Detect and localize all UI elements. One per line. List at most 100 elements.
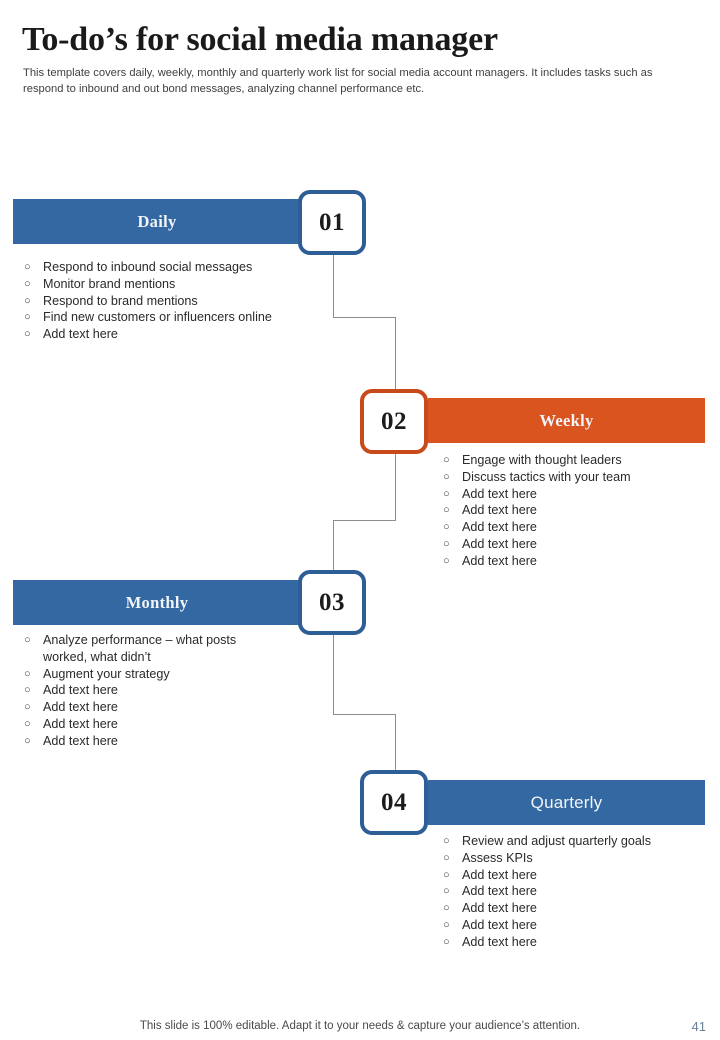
connector-01-down [333, 250, 335, 318]
bullet-circle-icon: ○ [443, 504, 450, 517]
bullet-circle-icon: ○ [443, 918, 450, 931]
list-item[interactable]: ○ Add text here [24, 682, 262, 699]
list-item-text: Add text here [462, 901, 537, 916]
section-number-02: 02 [381, 407, 407, 435]
list-item[interactable]: ○ Find new customers or influencers onli… [24, 309, 324, 326]
list-item-text: Add text here [43, 683, 118, 698]
list-item-text: Engage with thought leaders [462, 453, 622, 467]
bullet-circle-icon: ○ [443, 487, 450, 500]
list-item-text: Analyze performance – what posts worked,… [43, 633, 237, 664]
list-item[interactable]: ○ Add text here [443, 900, 705, 917]
connector-04-in [395, 714, 397, 773]
list-item-text: Discuss tactics with your team [462, 469, 631, 484]
list-item[interactable]: ○ Add text here [24, 326, 324, 343]
list-item-text: Respond to inbound social messages [43, 260, 253, 274]
bullet-circle-icon: ○ [24, 667, 31, 680]
bullet-circle-icon: ○ [24, 328, 31, 341]
bullet-circle-icon: ○ [24, 261, 31, 273]
list-item-text: Add text here [43, 733, 118, 748]
bullet-circle-icon: ○ [443, 868, 450, 881]
page-subtitle: This template covers daily, weekly, mont… [23, 67, 653, 95]
bullet-circle-icon: ○ [24, 634, 31, 646]
list-item[interactable]: ○ Respond to inbound social messages [24, 259, 324, 276]
list-item[interactable]: ○ Add text here [443, 883, 705, 900]
list-item[interactable]: ○ Add text here [443, 553, 705, 570]
bullet-circle-icon: ○ [24, 294, 31, 307]
bullet-circle-icon: ○ [24, 311, 31, 324]
list-item[interactable]: ○ Review and adjust quarterly goals [443, 833, 705, 850]
bullet-circle-icon: ○ [443, 885, 450, 898]
list-item[interactable]: ○ Add text here [24, 716, 262, 733]
list-item[interactable]: ○ Add text here [443, 917, 705, 934]
section-label-monthly: Monthly [125, 592, 189, 612]
bullet-circle-icon: ○ [443, 454, 450, 466]
section-number-01: 01 [319, 208, 345, 236]
bullet-circle-icon: ○ [443, 851, 450, 864]
connector-02-left [333, 520, 396, 522]
list-item[interactable]: ○ Add text here [24, 733, 262, 750]
list-item-text: Augment your strategy [43, 666, 170, 681]
list-item[interactable]: ○ Respond to brand mentions [24, 293, 324, 310]
list-item[interactable]: ○ Assess KPIs [443, 850, 705, 867]
bullet-circle-icon: ○ [24, 701, 31, 714]
section-bar-weekly[interactable]: Weekly [428, 398, 705, 443]
section-number-box-02[interactable]: 02 [360, 389, 428, 454]
connector-02-down [395, 453, 397, 521]
list-item-text: Monitor brand mentions [43, 276, 176, 291]
connector-03-right [333, 714, 396, 716]
section-number-box-01[interactable]: 01 [298, 190, 366, 255]
list-item-text: Find new customers or influencers online [43, 310, 272, 325]
list-item[interactable]: ○ Engage with thought leaders [443, 452, 705, 469]
bullet-circle-icon: ○ [24, 734, 31, 747]
connector-02-in [395, 317, 397, 390]
bullet-circle-icon: ○ [443, 537, 450, 550]
list-item[interactable]: ○ Add text here [443, 536, 705, 553]
list-item[interactable]: ○ Add text here [443, 486, 705, 503]
page-number: 41 [691, 1019, 706, 1034]
list-item[interactable]: ○ Add text here [443, 934, 705, 951]
section-bar-daily[interactable]: Daily [13, 199, 301, 244]
list-item[interactable]: ○ Augment your strategy [24, 666, 262, 683]
list-item-text: Assess KPIs [462, 850, 533, 865]
section-label-daily: Daily [137, 211, 177, 231]
connector-03-down [333, 633, 335, 715]
connector-03-in [333, 520, 335, 571]
list-item-text: Add text here [43, 700, 118, 715]
connector-01-right [333, 317, 396, 319]
list-item[interactable]: ○ Add text here [443, 519, 705, 536]
list-item[interactable]: ○ Add text here [24, 699, 262, 716]
list-item-text: Add text here [462, 884, 537, 899]
section-bullets-monthly: ○ Analyze performance – what posts worke… [24, 632, 262, 750]
list-item-text: Add text here [462, 934, 537, 949]
list-item-text: Respond to brand mentions [43, 293, 198, 308]
list-item-text: Add text here [462, 520, 537, 535]
list-item[interactable]: ○ Monitor brand mentions [24, 276, 324, 293]
list-item-text: Add text here [462, 503, 537, 518]
list-item-text: Review and adjust quarterly goals [462, 834, 652, 848]
list-item[interactable]: ○ Add text here [443, 867, 705, 884]
footer-note: This slide is 100% editable. Adapt it to… [139, 1020, 581, 1032]
bullet-circle-icon: ○ [24, 684, 31, 697]
section-label-quarterly: Quarterly [530, 792, 603, 812]
section-number-box-04[interactable]: 04 [360, 770, 428, 835]
section-bullets-daily: ○ Respond to inbound social messages ○ M… [24, 259, 324, 343]
list-item-text: Add text here [462, 553, 537, 568]
list-item-text: Add text here [43, 327, 118, 342]
list-item[interactable]: ○ Add text here [443, 502, 705, 519]
section-bullets-weekly: ○ Engage with thought leaders ○ Discuss … [443, 452, 705, 570]
bullet-circle-icon: ○ [443, 554, 450, 567]
section-number-box-03[interactable]: 03 [298, 570, 366, 635]
list-item-text: Add text here [462, 867, 537, 882]
list-item-text: Add text here [462, 536, 537, 551]
bullet-circle-icon: ○ [443, 935, 450, 948]
section-bar-monthly[interactable]: Monthly [13, 580, 301, 625]
bullet-circle-icon: ○ [443, 902, 450, 915]
section-bar-quarterly[interactable]: Quarterly [428, 780, 705, 825]
list-item[interactable]: ○ Analyze performance – what posts worke… [24, 632, 262, 666]
list-item[interactable]: ○ Discuss tactics with your team [443, 469, 705, 486]
list-item-text: Add text here [462, 486, 537, 501]
bullet-circle-icon: ○ [443, 521, 450, 534]
section-number-04: 04 [381, 788, 407, 816]
section-label-weekly: Weekly [539, 410, 594, 430]
list-item-text: Add text here [43, 716, 118, 731]
